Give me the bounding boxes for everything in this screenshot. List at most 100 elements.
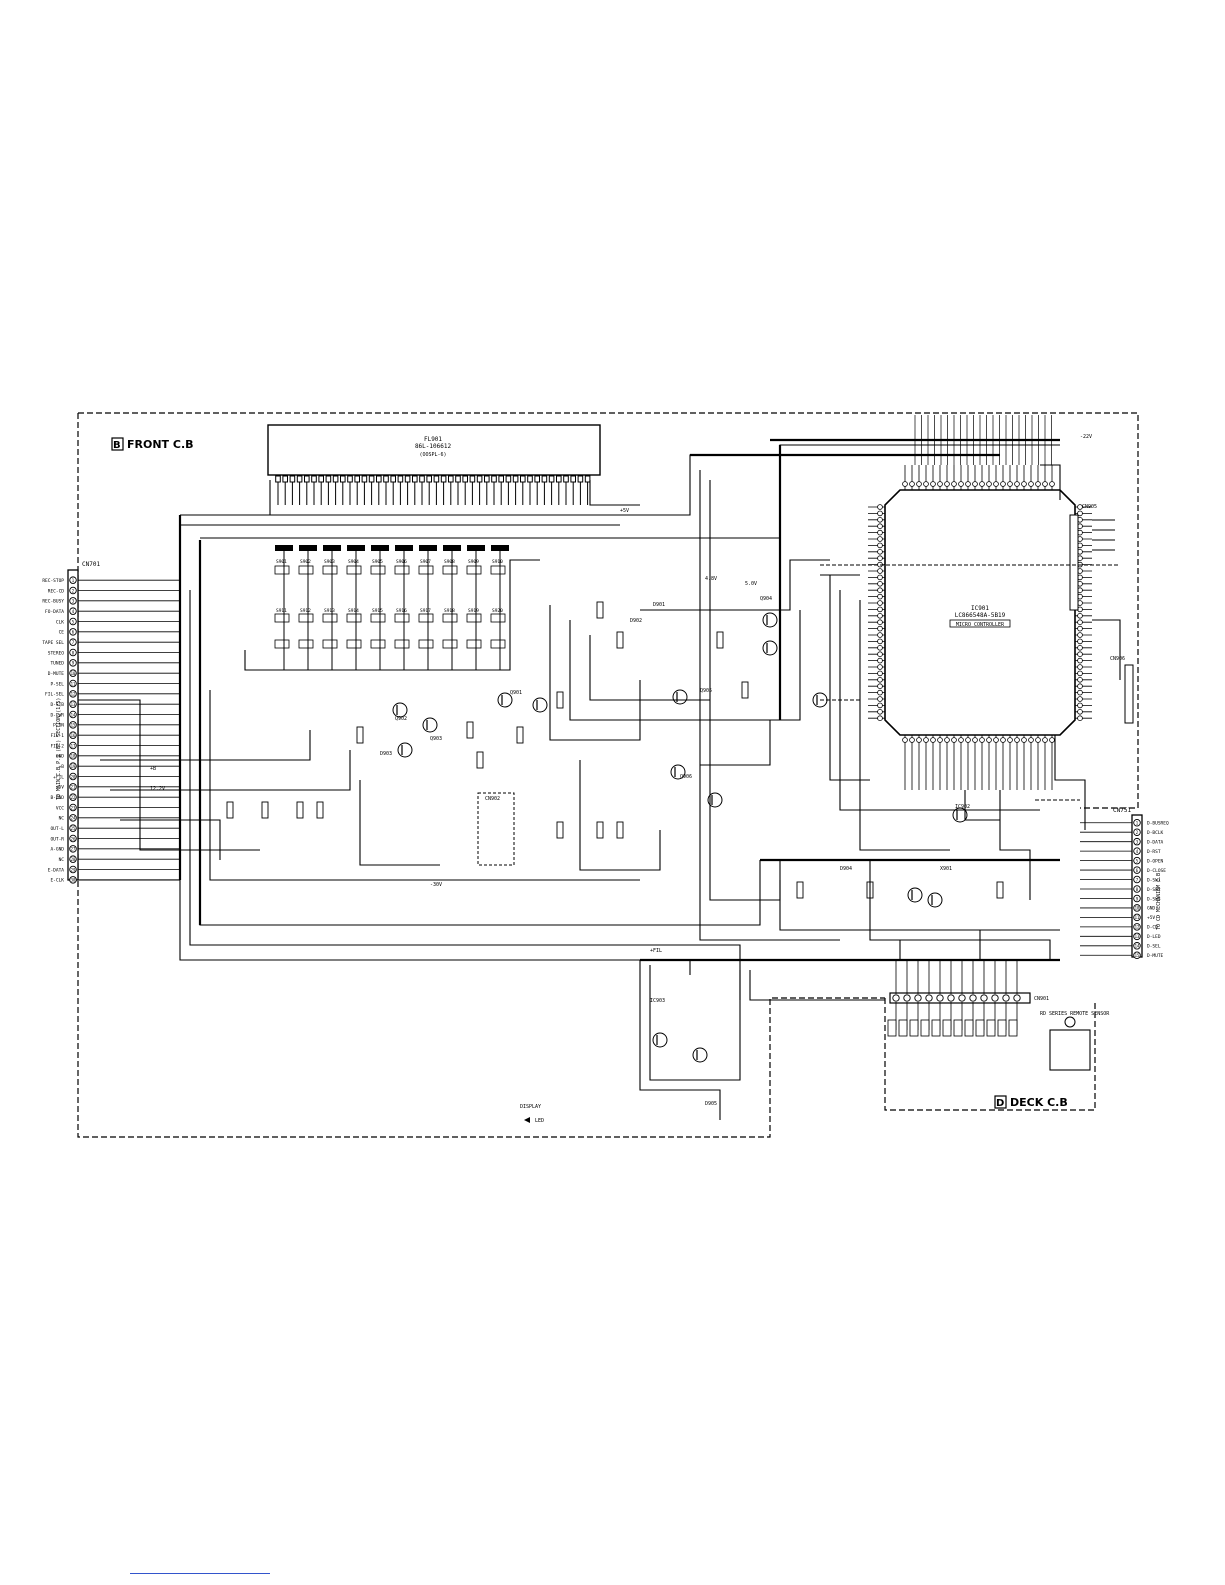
- front-board-prefix-box: [111, 437, 124, 451]
- display-pin-pad: [404, 475, 411, 483]
- wire-trace: [244, 559, 540, 671]
- mcu-pin-pad: [877, 708, 883, 715]
- cn701-pin-number: 27: [71, 847, 76, 852]
- mcu-pin-pad: [979, 481, 985, 487]
- pin-circle: [1133, 828, 1141, 836]
- switch-symbol: [322, 565, 338, 575]
- display-pin-pad: [390, 475, 396, 483]
- wire-trace: [779, 880, 1060, 931]
- switch-label: S914: [348, 608, 359, 614]
- pin-circle: [69, 876, 77, 884]
- switch-label: S908: [444, 559, 455, 565]
- mcu-pin-pad: [993, 737, 999, 743]
- switch-symbol: [466, 639, 482, 649]
- mcu-pin-pad: [877, 568, 883, 574]
- key-switch: S910: [490, 545, 509, 670]
- mcu-pin-pad: [1021, 481, 1027, 487]
- q905-label: Q905: [700, 688, 712, 694]
- deck-component: [1008, 1019, 1018, 1037]
- switch-symbol: [370, 565, 386, 575]
- switch-symbol: [298, 639, 314, 649]
- pin-circle: [69, 741, 77, 750]
- switch-symbol: [346, 613, 362, 623]
- display-pin-pad: [426, 475, 432, 483]
- transistor-symbol: [392, 702, 408, 718]
- mcu-ic: IC901 LC866548A-5B19 MICRO CONTROLLER: [884, 489, 1076, 736]
- wire-trace: [964, 790, 1000, 821]
- mcu-pin-pad: [1000, 481, 1006, 487]
- cn701-pin-name: D-STB: [50, 702, 64, 708]
- cn701-pin-number: 19: [71, 764, 76, 769]
- pin-circle: [69, 690, 77, 698]
- display-pin-pad: [527, 475, 533, 483]
- led-arrow-label: LED: [535, 1118, 544, 1124]
- key-switch: S918: [442, 608, 458, 649]
- mcu-pin-pad: [877, 510, 883, 517]
- cn701-pin: 10D-MUTE: [48, 669, 180, 677]
- cn701-pin-number: 18: [71, 754, 76, 759]
- display-pin-pad: [304, 475, 310, 483]
- cn701-pin: 6 CE: [59, 628, 180, 636]
- transistor-symbol: [672, 689, 688, 705]
- pin-circle: [1133, 885, 1141, 893]
- mcu-pin-pad: [986, 737, 992, 743]
- cn701-pin-name: STEREO: [48, 650, 65, 656]
- display-pin-pad: [570, 475, 577, 483]
- pin-circle: [1133, 923, 1141, 931]
- switch-symbol: [490, 565, 506, 575]
- pin-circle: [69, 638, 77, 646]
- switch-symbol: [466, 613, 482, 623]
- deck-board-title: D DECK C.B: [994, 1095, 1068, 1109]
- cn751-pin-name: D-BCLK: [1147, 830, 1164, 836]
- mcu-pin-pad: [1077, 715, 1083, 721]
- wire-trace: [78, 699, 260, 851]
- mcu-pin-pad: [958, 737, 964, 743]
- switch-label: S910: [492, 559, 503, 565]
- mcu-pin-pad: [877, 536, 883, 542]
- display-pin-pad: [520, 475, 526, 483]
- cn751-pin-name: +5V: [1147, 915, 1155, 921]
- circuit-wiring: [78, 438, 1121, 1120]
- mcu-pin-pad: [930, 481, 936, 487]
- pin-circle: [1133, 894, 1141, 903]
- cn901-ref: CN901: [1034, 996, 1049, 1002]
- pin-circle: [69, 576, 77, 584]
- mcu-pin-pad: [1077, 708, 1083, 715]
- mcu-part: LC866548A-5B19: [955, 612, 1006, 619]
- cn701-pin-name: CE: [59, 630, 65, 636]
- switch-label: S912: [300, 608, 311, 614]
- mcu-pin-pad: [1077, 510, 1083, 517]
- ic902-label: IC902: [955, 804, 970, 810]
- cn751-pin-name: D-MUTE: [1147, 953, 1164, 959]
- mcu-pin-pad: [877, 619, 883, 625]
- wire-trace: [579, 760, 661, 871]
- mcu-pin-pad: [1049, 737, 1055, 743]
- pin-circle: [69, 597, 77, 605]
- wire-trace: [589, 480, 640, 506]
- board-outline: [77, 412, 1139, 1138]
- display-pin-pad: [541, 475, 548, 483]
- switch-symbol: [346, 639, 362, 649]
- display-pin-pad: [491, 475, 497, 483]
- transistor-symbol: [907, 887, 923, 903]
- mcu-pin-pad: [1007, 737, 1013, 743]
- cn701-pin-number: 6: [72, 630, 75, 635]
- display-pin-pad: [311, 475, 317, 483]
- mcu-pin-pad: [1077, 504, 1083, 510]
- pin-circle: [69, 865, 77, 874]
- cn701-pin-number: 12: [71, 692, 76, 697]
- cn751-pin-name: D-CLOSE: [1147, 868, 1166, 874]
- mcu-pin-pad: [1077, 638, 1083, 645]
- resistor-symbol: [556, 691, 564, 709]
- key-switch: S917: [418, 608, 434, 649]
